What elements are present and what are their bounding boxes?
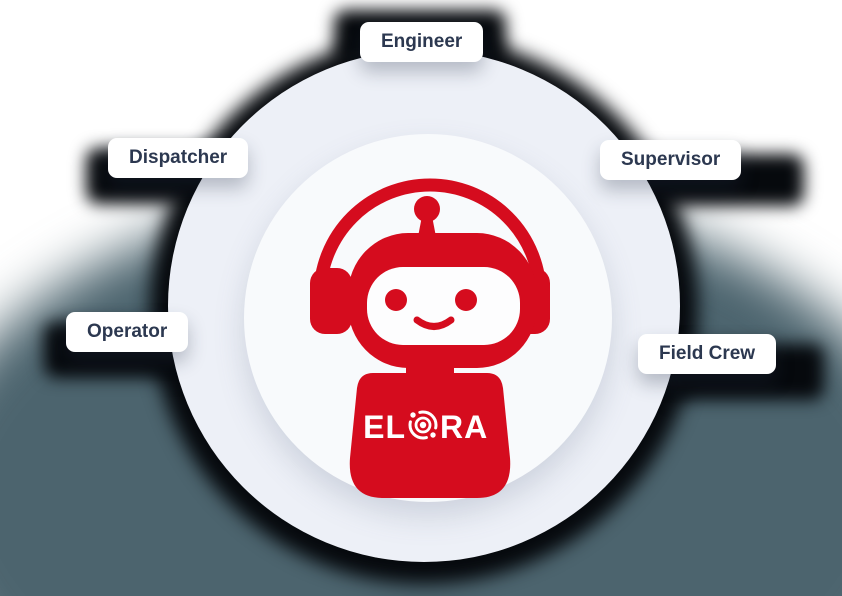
role-badge-dispatcher: Dispatcher — [108, 138, 249, 178]
role-badge-engineer: Engineer — [360, 22, 484, 62]
left-eye-icon — [385, 289, 407, 311]
antenna-bulb-icon — [414, 196, 440, 222]
smile-icon — [413, 316, 455, 330]
role-badge-field-crew: Field Crew — [638, 334, 777, 374]
left-earcup-icon — [310, 268, 352, 334]
headphone-band-icon — [313, 178, 547, 302]
role-badge-supervisor: Supervisor — [600, 140, 742, 180]
elora-robot-mascot: EL RA — [310, 178, 550, 498]
orbit-o-icon — [408, 410, 438, 440]
robot-face-panel — [367, 267, 520, 345]
role-badge-operator: Operator — [66, 312, 189, 352]
elora-name-prefix: EL — [363, 409, 406, 445]
elora-name-suffix: RA — [440, 409, 488, 445]
right-eye-icon — [455, 289, 477, 311]
robot-body — [349, 373, 511, 498]
